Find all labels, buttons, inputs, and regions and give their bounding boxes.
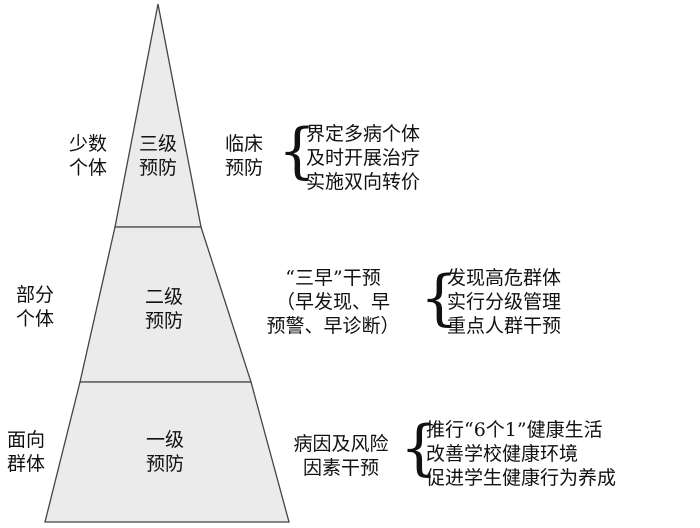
level-label-bottom: 一级 预防	[145, 429, 184, 475]
pyramid-bottom-tier	[44, 381, 290, 523]
brace-top: {	[278, 116, 317, 186]
intervention-label-top: 临床 预防	[224, 133, 263, 179]
measures-list-bottom: 推行“6个1”健康生活 改善学校健康环境 促进学生健康行为养成	[426, 419, 617, 489]
pyramid-top-tier	[114, 3, 202, 228]
brace-bottom: {	[400, 413, 439, 483]
measures-list-top: 界定多病个体 及时开展治疗 实施双向转价	[306, 123, 421, 193]
brace-middle: {	[420, 263, 459, 333]
level-label-top: 三级 预防	[138, 133, 177, 179]
measures-list-middle: 发现高危群体 实行分级管理 重点人群干预	[447, 267, 562, 337]
level-label-middle: 二级 预防	[144, 286, 183, 332]
population-label-middle: 部分 个体	[15, 284, 54, 330]
intervention-label-bottom: 病因及风险 因素干预	[293, 433, 389, 479]
population-label-top: 少数 个体	[68, 133, 107, 179]
intervention-label-middle: “三早”干预 （早发现、早 预警、早诊断）	[266, 267, 400, 337]
population-label-bottom: 面向 群体	[6, 429, 45, 475]
